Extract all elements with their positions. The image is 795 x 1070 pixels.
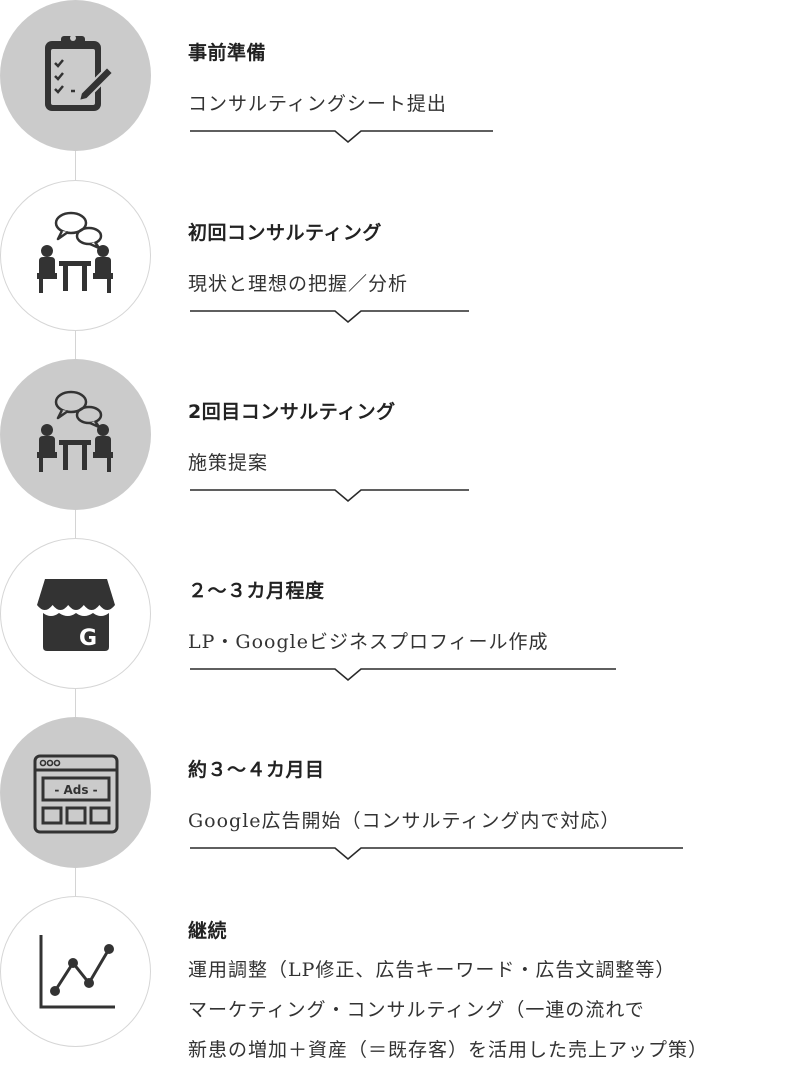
step-title: ２～３カ月程度	[188, 580, 325, 602]
step-divider-chevron	[190, 668, 616, 682]
step-title: 約３～４カ月目	[188, 759, 325, 781]
google-business-store-icon: G	[36, 578, 115, 651]
clipboard-checklist-icon	[44, 34, 114, 111]
step-icon-circle	[0, 896, 151, 1047]
step-divider-chevron	[190, 130, 493, 144]
step-description: 施策提案	[188, 443, 268, 483]
step-description: 現状と理想の把握／分析	[188, 264, 408, 304]
step-description: LP・Googleビジネスプロフィール作成	[188, 622, 549, 662]
line-chart-icon	[39, 934, 115, 1008]
step-divider-chevron	[190, 489, 469, 503]
step-description-line: マーケティング・コンサルティング（一連の流れで	[188, 999, 645, 1021]
step-description: 運用調整（LP修正、広告キーワード・広告文調整等） マーケティング・コンサルティ…	[188, 950, 708, 1070]
step-description-line: コンサルティングシート提出	[188, 93, 447, 115]
ads-label: - Ads -	[54, 783, 97, 797]
step-description-line: 現状と理想の把握／分析	[188, 273, 409, 295]
step-description-line: 施策提案	[188, 452, 269, 474]
step-title: 継続	[188, 920, 228, 942]
step-icon-circle	[0, 0, 151, 151]
timeline-connector	[75, 70, 76, 990]
step-description: コンサルティングシート提出	[188, 84, 447, 124]
step-icon-circle	[0, 359, 151, 510]
step-description-line: 新患の増加＋資産（＝既存客）を活用した売上アップ策）	[188, 1039, 709, 1061]
step-icon-circle: - Ads -	[0, 717, 151, 868]
browser-ads-icon: - Ads -	[33, 754, 118, 833]
step-title: 初回コンサルティング	[188, 222, 382, 244]
meeting-chat-icon	[36, 390, 113, 472]
step-description: Google広告開始（コンサルティング内で対応）	[188, 801, 620, 841]
step-divider-chevron	[190, 310, 469, 324]
google-g-letter: G	[78, 626, 96, 651]
step-icon-circle: G	[0, 538, 151, 689]
step-description-line: LP・Googleビジネスプロフィール作成	[188, 631, 549, 653]
step-title: 事前準備	[188, 42, 267, 64]
meeting-chat-icon	[36, 211, 113, 293]
step-icon-circle	[0, 180, 151, 331]
step-description-line: Google広告開始（コンサルティング内で対応）	[188, 810, 621, 832]
step-title: 2回目コンサルティング	[188, 401, 396, 423]
step-divider-chevron	[190, 847, 683, 861]
step-description-line: 運用調整（LP修正、広告キーワード・広告文調整等）	[188, 959, 676, 981]
